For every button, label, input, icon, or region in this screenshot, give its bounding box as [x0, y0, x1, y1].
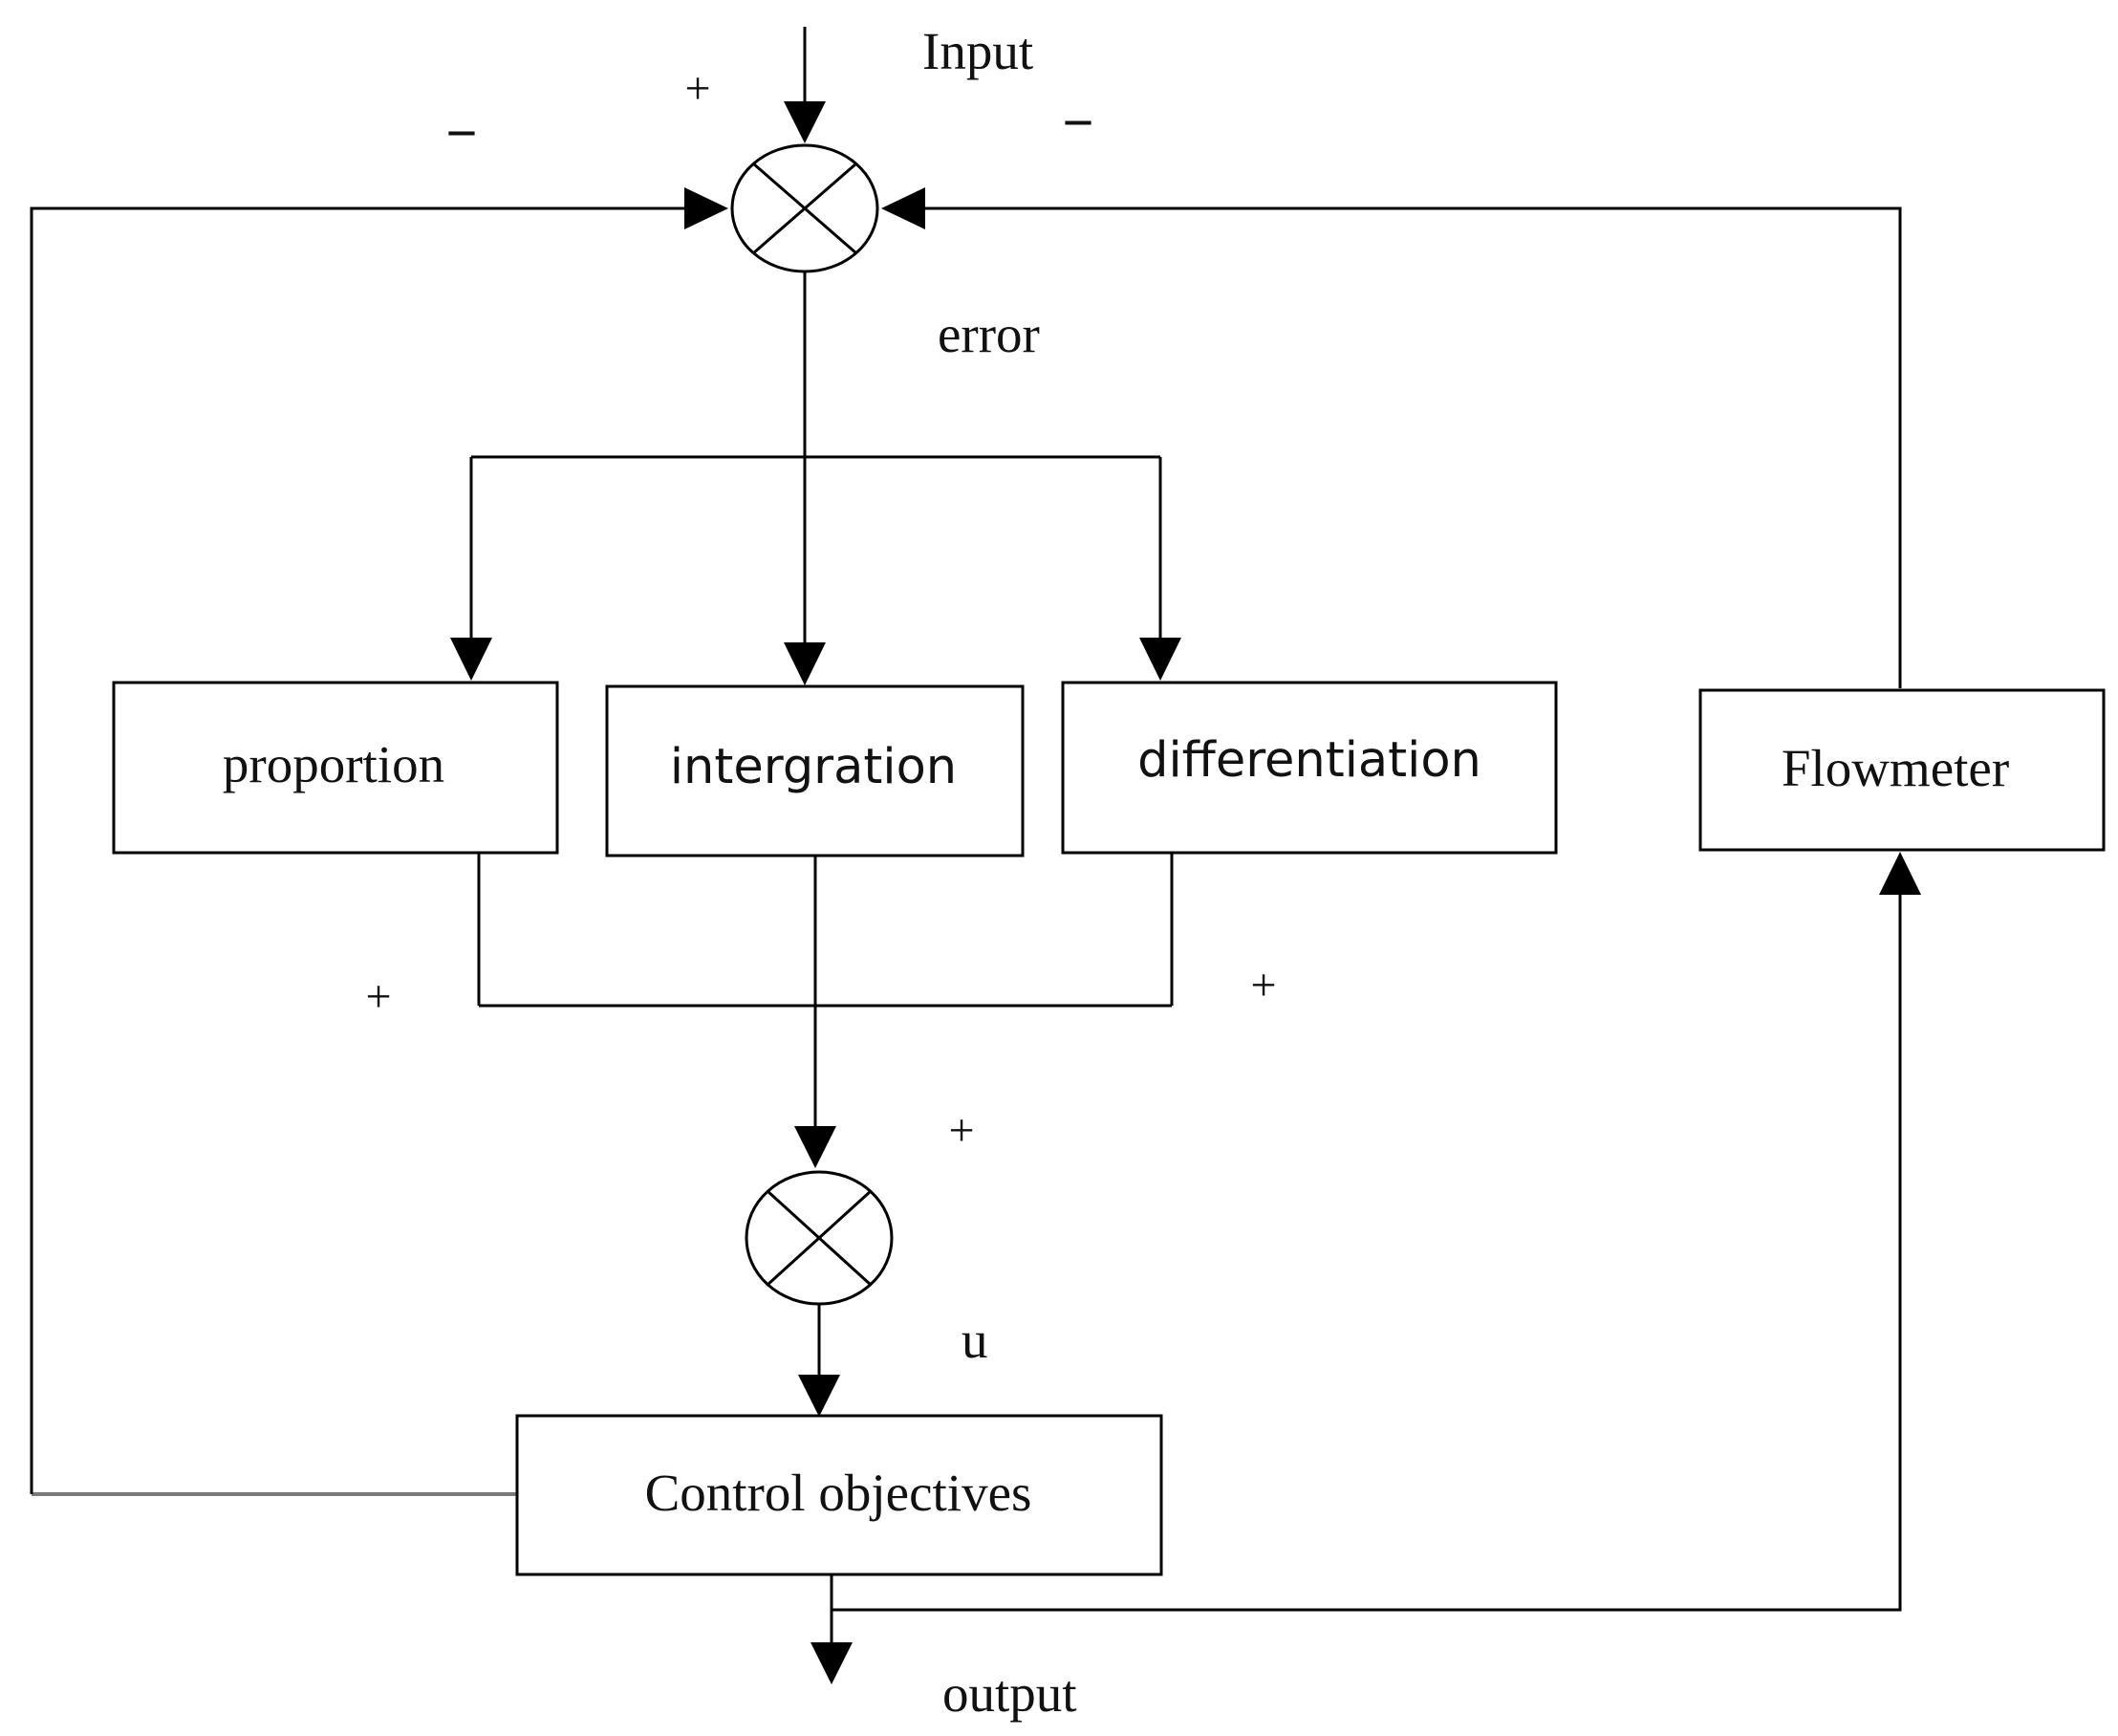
flowmeter-feedback-line: [925, 206, 1902, 688]
proportion-label: proportion: [223, 735, 444, 793]
output-label: output: [942, 1664, 1077, 1723]
control-feedback-line: [30, 206, 684, 1494]
input-plus-sign: +: [684, 63, 710, 114]
integration-arrowhead: [784, 642, 826, 685]
u-label: u: [962, 1311, 988, 1369]
proportion-arrowhead: [450, 638, 492, 681]
flowmeter-block: Flowmeter: [1698, 688, 2106, 852]
error-label: error: [938, 305, 1040, 363]
integration-block: intergration: [605, 684, 1025, 857]
control-objectives-label: Control objectives: [645, 1464, 1032, 1522]
output-arrowhead: [810, 1642, 853, 1684]
flowmeter-input-line: [832, 889, 1902, 1612]
sum-top-plus-sign: +: [948, 1105, 974, 1156]
top-summing-junction: [730, 143, 879, 273]
differentiation-block: differentiation: [1061, 681, 1558, 855]
bottom-summing-junction: [745, 1170, 894, 1306]
right-feedback-minus-sign: −: [1063, 92, 1094, 152]
differentiation-label: differentiation: [1137, 732, 1481, 789]
proportion-block: proportion: [112, 681, 559, 855]
sum-left-plus-sign: +: [365, 971, 391, 1022]
control-objectives-block: Control objectives: [515, 1414, 1163, 1576]
flowmeter-label: Flowmeter: [1782, 739, 2009, 797]
flowmeter-arrowhead: [1879, 852, 1921, 895]
input-label: Input: [922, 22, 1033, 80]
differentiation-arrowhead: [1139, 638, 1181, 681]
right-feedback-arrowhead: [881, 187, 925, 229]
sum-arrowhead: [794, 1126, 836, 1168]
input-arrowhead: [784, 101, 826, 143]
integration-label: intergration: [670, 739, 957, 795]
control-arrowhead: [798, 1375, 840, 1417]
left-feedback-arrowhead: [684, 187, 728, 229]
sum-right-plus-sign: +: [1250, 960, 1276, 1010]
left-feedback-minus-sign: −: [446, 102, 478, 163]
